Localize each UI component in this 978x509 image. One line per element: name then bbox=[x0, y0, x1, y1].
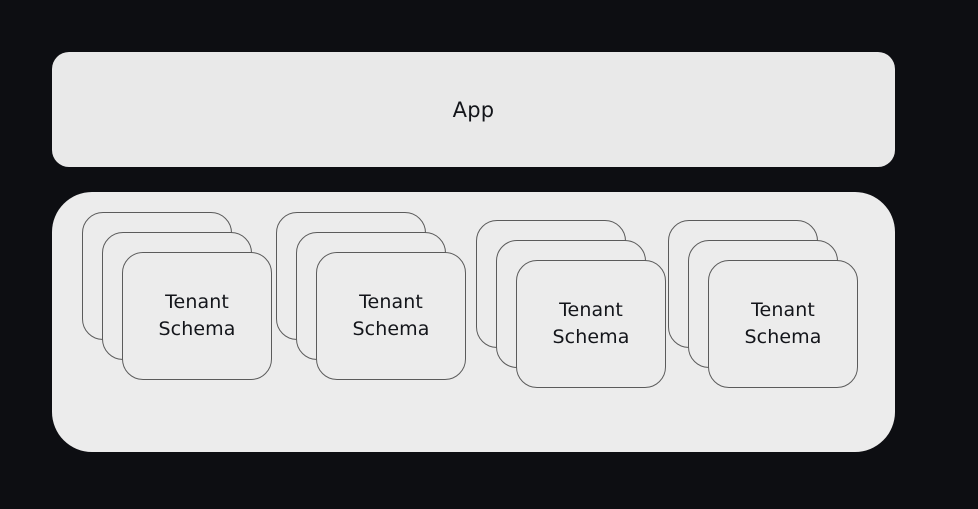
app-label: App bbox=[452, 97, 495, 122]
database-block: Tenant Schema Tenant Schema Tenant Schem… bbox=[52, 192, 895, 452]
tenant-schema-label: Tenant Schema bbox=[158, 291, 236, 340]
app-block: App bbox=[52, 52, 895, 167]
tenant-schema-card-front: Tenant Schema bbox=[516, 260, 666, 388]
tenant-schema-stack: Tenant Schema bbox=[276, 212, 468, 384]
tenant-schema-stack: Tenant Schema bbox=[668, 220, 860, 392]
tenant-schema-label: Tenant Schema bbox=[552, 299, 630, 348]
tenant-schema-stack: Tenant Schema bbox=[82, 212, 274, 384]
tenant-schema-card-front: Tenant Schema bbox=[122, 252, 272, 380]
tenant-schema-label: Tenant Schema bbox=[352, 291, 430, 340]
tenant-schema-label: Tenant Schema bbox=[744, 299, 822, 348]
tenant-schema-stack: Tenant Schema bbox=[476, 220, 668, 392]
tenant-schema-card-front: Tenant Schema bbox=[316, 252, 466, 380]
tenant-schema-card-front: Tenant Schema bbox=[708, 260, 858, 388]
